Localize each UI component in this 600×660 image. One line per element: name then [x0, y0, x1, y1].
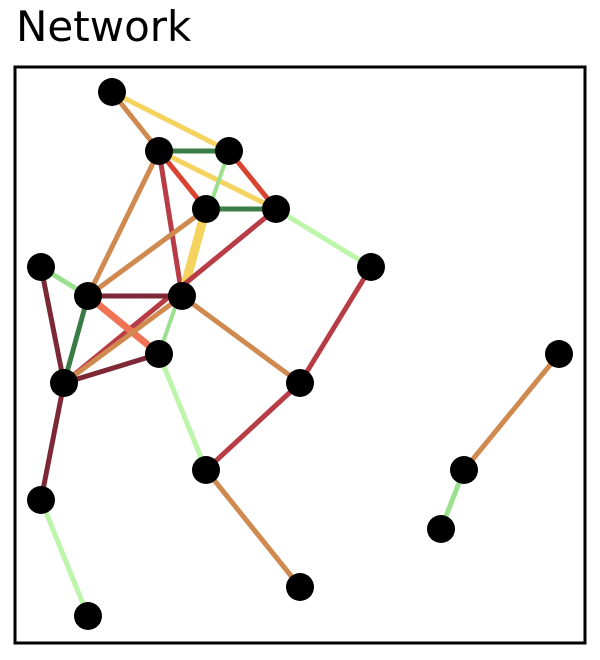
node-n11: [50, 369, 78, 397]
edge-n12-n14: [203, 380, 303, 473]
edge-n10-n14: [156, 351, 209, 473]
edge-n7-n11: [61, 293, 91, 386]
node-n18: [286, 573, 314, 601]
edge-n11-n16: [38, 380, 67, 503]
node-n8: [168, 282, 196, 310]
node-n5: [262, 195, 290, 223]
edge-n10-n11: [61, 351, 162, 386]
node-n19: [74, 602, 102, 630]
node-n3: [215, 137, 243, 165]
node-n6: [27, 253, 55, 281]
node-n12: [286, 369, 314, 397]
node-n9: [357, 253, 385, 281]
node-n7: [74, 282, 102, 310]
node-n17: [427, 515, 455, 543]
page-title: Network: [16, 2, 192, 51]
plot-frame: [13, 65, 587, 645]
node-n10: [145, 340, 173, 368]
node-n15: [450, 456, 478, 484]
edge-n4-n7: [85, 206, 209, 299]
edge-n13-n15: [461, 351, 562, 473]
node-n2: [145, 137, 173, 165]
edge-n16-n19: [38, 497, 91, 619]
node-n4: [192, 195, 220, 223]
edge-n2-n7: [85, 148, 162, 299]
node-n16: [27, 486, 55, 514]
edge-n7-n10: [84, 292, 163, 358]
edge-n1-n3: [109, 89, 232, 154]
node-n14: [192, 456, 220, 484]
edge-n5-n9: [273, 206, 374, 270]
node-n13: [545, 340, 573, 368]
node-n1: [98, 78, 126, 106]
edge-n8-n11: [61, 293, 185, 386]
edge-n9-n12: [297, 264, 374, 386]
nodes-layer: [27, 78, 573, 630]
edge-n14-n18: [203, 467, 303, 590]
edge-n2-n8: [156, 148, 185, 299]
edge-n6-n11: [38, 264, 67, 386]
edge-n8-n12: [179, 293, 303, 386]
